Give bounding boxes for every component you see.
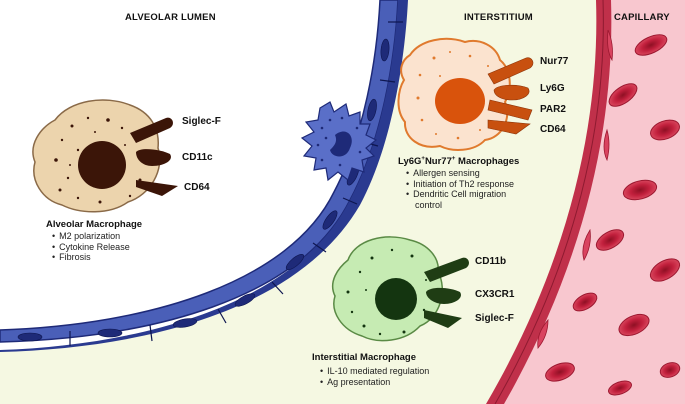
am-marker-cd11c: CD11c [182, 152, 213, 163]
ly6g-macrophage-cell [397, 37, 534, 151]
am-title: Alveolar Macrophage [46, 219, 143, 230]
siglec-f-receptor [130, 117, 173, 143]
cd11b-receptor [424, 257, 469, 282]
list-item: Allergen sensing [406, 168, 514, 179]
region-label-capillary: CAPILLARY [614, 12, 670, 23]
par2-receptor [487, 99, 533, 121]
list-item: Ag presentation [320, 377, 429, 388]
ly6g-receptor [493, 84, 530, 101]
ly6g-marker-nur77: Nur77 [540, 56, 569, 67]
cd11c-receptor [136, 149, 171, 166]
dendritic-cell [300, 101, 378, 182]
ly6g-title-sup: + [421, 156, 425, 162]
im-marker-siglec-f: Siglec-F [475, 313, 514, 324]
list-item-continued: control [406, 200, 514, 211]
ly6g-marker-par2: PAR2 [540, 104, 566, 115]
ly6g-title-sup: + [451, 156, 456, 162]
ly6g-marker-cd64: CD64 [540, 124, 566, 135]
list-item: Cytokine Release [52, 242, 130, 253]
alveolar-macrophage-cell [32, 99, 178, 213]
im-marker-cx3cr1: CX3CR1 [475, 289, 515, 300]
ly6g-title-part: Nur77 [424, 156, 452, 168]
am-marker-cd64: CD64 [184, 182, 210, 193]
cd64-receptor-ly6g [487, 119, 531, 135]
capillary-vessel [486, 0, 685, 404]
region-label-interstitium: INTERSTITIUM [464, 12, 533, 23]
list-item: IL-10 mediated regulation [320, 366, 429, 377]
im-marker-cd11b: CD11b [475, 256, 507, 267]
list-item: M2 polarization [52, 231, 130, 242]
im-function-list: IL-10 mediated regulation Ag presentatio… [320, 366, 429, 387]
region-label-lumen: ALVEOLAR LUMEN [125, 12, 216, 23]
list-item: Fibrosis [52, 252, 130, 263]
ly6g-title: Ly6G+Nur77+ Macrophages [398, 156, 519, 167]
red-blood-cells [545, 34, 681, 396]
siglec-f-receptor-im [424, 310, 462, 328]
ly6g-title-part: Macrophages [455, 156, 520, 168]
capillary-endothelium [537, 29, 613, 349]
im-title: Interstitial Macrophage [312, 352, 416, 363]
ly6g-function-list: Allergen sensing Initiation of Th2 respo… [406, 168, 514, 210]
list-item: Initiation of Th2 response [406, 179, 514, 190]
list-item: Dendritic Cell migration [406, 189, 514, 200]
list-item-text: control [415, 199, 443, 210]
ly6g-title-part: Ly6G [398, 156, 422, 168]
am-marker-siglec-f: Siglec-F [182, 116, 221, 127]
am-function-list: M2 polarization Cytokine Release Fibrosi… [52, 231, 130, 263]
cx3cr1-receptor [426, 287, 461, 304]
interstitial-macrophage-cell [331, 236, 469, 342]
ly6g-marker-ly6g: Ly6G [540, 83, 565, 94]
cd64-receptor [136, 180, 178, 196]
nur77-receptor [487, 57, 534, 85]
